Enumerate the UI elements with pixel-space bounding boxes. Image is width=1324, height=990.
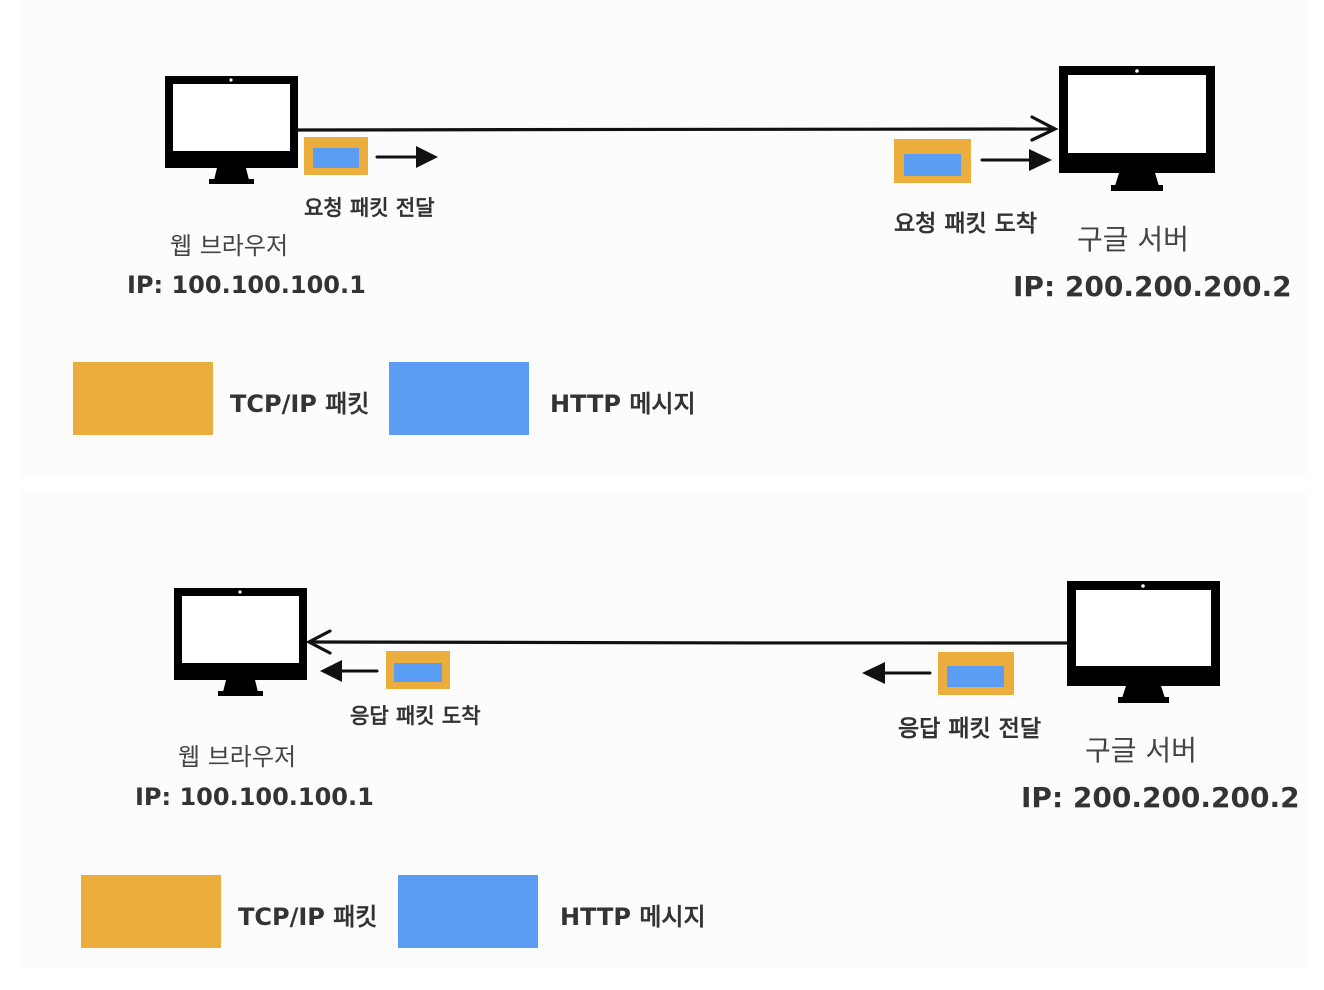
request-arrow [296, 115, 1059, 142]
client-ip: IP: 100.100.100.1 [127, 271, 366, 299]
packet-icon [938, 652, 1014, 695]
client-ip: IP: 100.100.100.1 [135, 783, 374, 811]
tcp-ip-legend-label: TCP/IP 패킷 [238, 903, 378, 931]
client-monitor-icon [165, 76, 298, 184]
packet-sent-label: 응답 패킷 전달 [898, 716, 1041, 742]
http-legend-swatch [389, 362, 529, 435]
http-legend-label: HTTP 메시지 [560, 903, 706, 931]
packet-sent-label: 요청 패킷 전달 [304, 196, 435, 220]
tcp-ip-legend-swatch [81, 875, 221, 948]
packet-arrived-label: 응답 패킷 도착 [350, 704, 481, 728]
http-legend-swatch [398, 875, 538, 948]
packet-icon [304, 137, 368, 175]
server-label: 구글 서버 [1077, 223, 1189, 256]
http-legend-label: HTTP 메시지 [550, 390, 696, 418]
response-diagram [174, 581, 1220, 703]
tcp-ip-legend-label: TCP/IP 패킷 [230, 390, 370, 418]
small-left-arrow [320, 660, 379, 682]
request-diagram [165, 66, 1215, 191]
client-monitor-icon [174, 588, 307, 696]
small-right-arrow [375, 146, 438, 168]
small-right-arrow [980, 149, 1052, 171]
request-panel: 요청 패킷 전달 요청 패킷 도착 웹 브라우저 구글 서버 IP: 100.1… [20, 0, 1310, 478]
server-label: 구글 서버 [1085, 734, 1197, 767]
server-monitor-icon [1059, 66, 1215, 191]
client-label: 웹 브라우저 [178, 743, 297, 771]
server-monitor-icon [1067, 581, 1220, 703]
packet-arrived-label: 요청 패킷 도착 [894, 211, 1037, 237]
response-panel: 응답 패킷 도착 응답 패킷 전달 웹 브라우저 구글 서버 IP: 100.1… [20, 490, 1310, 968]
small-left-arrow [862, 662, 932, 684]
server-ip: IP: 200.200.200.2 [1021, 781, 1300, 814]
packet-icon [894, 139, 971, 183]
packet-icon [386, 651, 450, 689]
tcp-ip-legend-swatch [73, 362, 213, 435]
server-ip: IP: 200.200.200.2 [1013, 270, 1292, 303]
response-arrow [305, 629, 1068, 655]
client-label: 웹 브라우저 [170, 232, 289, 260]
